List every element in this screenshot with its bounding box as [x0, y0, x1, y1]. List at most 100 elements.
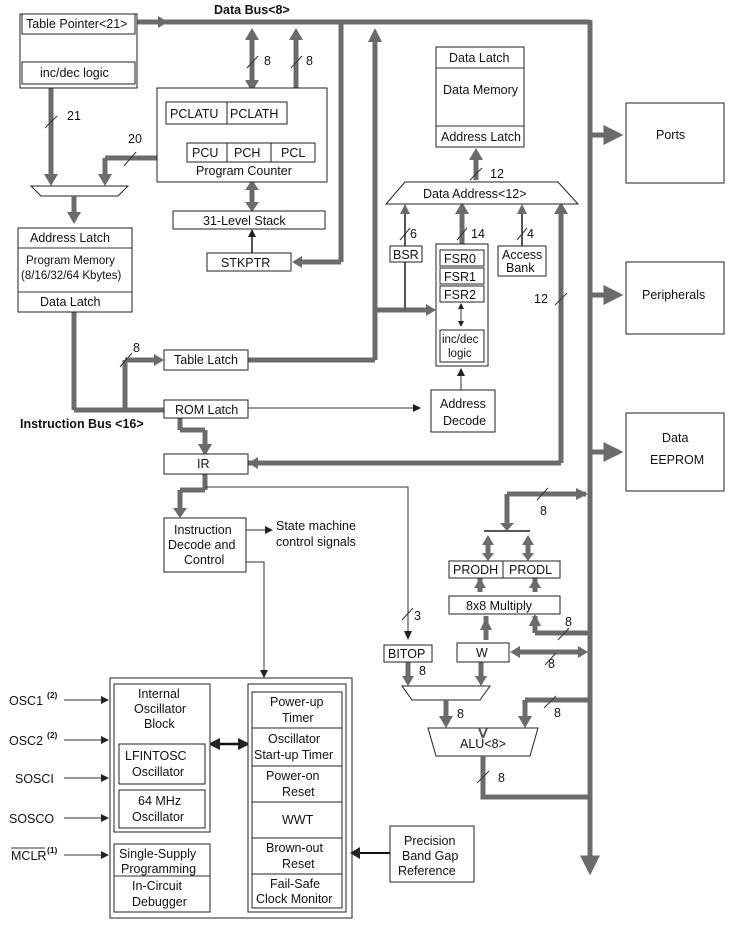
osc-timer-link — [208, 738, 250, 750]
pcu: PCU — [192, 146, 218, 160]
pin-osc2-note: (2) — [47, 730, 58, 740]
pin-mclr: MCLR — [11, 849, 46, 863]
alu — [427, 727, 539, 757]
data-address-box — [384, 181, 580, 205]
state-machine-line1: State machine — [276, 519, 356, 533]
pcl: PCL — [281, 146, 305, 160]
osc64-box — [118, 789, 206, 829]
alu-input-mux — [401, 685, 491, 701]
data-bus-label: Data Bus<8> — [214, 3, 290, 17]
peripherals-box — [625, 261, 725, 335]
data-address-label: Data Address<12> — [423, 187, 527, 201]
internal-osc-2: Oscillator — [134, 702, 186, 716]
width-20: 20 — [128, 132, 142, 146]
w-box — [456, 642, 510, 663]
pm-data-latch: Data Latch — [40, 295, 101, 309]
bandgap-3: Reference — [398, 864, 456, 878]
pclath: PCLATH — [230, 107, 278, 121]
fscm-2: Clock Monitor — [256, 892, 332, 906]
lfintosc-box — [118, 743, 206, 785]
por-1: Power-on — [266, 769, 320, 783]
powerup-1: Power-up — [270, 695, 324, 709]
pin-arrows — [64, 696, 109, 859]
prod-bus — [482, 488, 588, 561]
pin-osc1: OSC1 — [9, 694, 43, 708]
fsr-incdec-1: inc/dec — [442, 334, 479, 346]
width-3: 3 — [414, 609, 421, 623]
table-pointer: Table Pointer<21> — [26, 17, 127, 31]
width-8w: 8 — [548, 657, 555, 671]
mux-to-alu — [439, 700, 453, 728]
single-supply-2: Programming — [121, 862, 196, 876]
peripherals-label: Peripherals — [642, 288, 705, 302]
table-latch-box — [163, 349, 249, 371]
address-decode-2: Decode — [443, 414, 486, 428]
width-21: 21 — [67, 109, 81, 123]
width-8alu-out: 8 — [498, 771, 505, 785]
icd-2: Debugger — [132, 895, 187, 909]
dm-address-latch: Address Latch — [441, 130, 521, 144]
data-bus — [160, 19, 624, 876]
width-8a: 8 — [264, 54, 271, 68]
pin-sosco: SOSCO — [9, 812, 54, 826]
eeprom-1: Data — [662, 431, 688, 445]
rom-to-ir — [177, 418, 212, 456]
instruction-bus-label: Instruction Bus <16> — [20, 417, 144, 431]
eeprom-2: EEPROM — [650, 453, 704, 467]
stkptr-box — [206, 252, 292, 272]
access-bank-box — [497, 245, 547, 277]
w-bus — [480, 616, 588, 658]
w-label: W — [476, 646, 488, 660]
address-decode-box — [430, 389, 496, 433]
icd-1: In-Circuit — [132, 879, 183, 893]
pch: PCH — [234, 146, 260, 160]
eeprom-box — [625, 412, 725, 492]
decode-to-control-block — [246, 561, 265, 675]
access-bank-1: Access — [502, 248, 542, 262]
instruction-bus — [71, 312, 164, 413]
program-memory-box — [17, 227, 133, 313]
program-memory-line1: Program Memory — [26, 255, 115, 267]
por-2: Reset — [282, 785, 315, 799]
width-8bitop: 8 — [419, 664, 426, 678]
prodl-box — [502, 560, 561, 579]
ir-to-bitop — [205, 486, 412, 640]
wwt-label: WWT — [282, 813, 314, 827]
bor-2: Reset — [282, 857, 315, 871]
bor-1: Brown-out — [266, 841, 323, 855]
pin-osc1-note: (2) — [47, 690, 58, 700]
width-8alu-w: 8 — [554, 706, 561, 720]
multiply-box — [448, 595, 561, 615]
table-latch-bus — [248, 28, 436, 363]
fscm-1: Fail-Safe — [270, 877, 320, 891]
powerup-2: Timer — [282, 711, 313, 725]
width-8alu-in: 8 — [457, 707, 464, 721]
data-memory-box — [435, 46, 525, 148]
dm-data-latch: Data Latch — [449, 51, 510, 65]
alu-label: ALU<8> — [460, 737, 506, 751]
pclatu: PCLATU — [170, 107, 218, 121]
osc64-1: 64 MHz — [138, 794, 181, 808]
stkptr-label: STKPTR — [221, 256, 270, 270]
bsr-box — [389, 245, 423, 263]
multiply-label: 8x8 Multiply — [466, 599, 533, 613]
fsr-incdec-2: logic — [448, 348, 472, 360]
stack-box — [172, 210, 326, 230]
width-8prod: 8 — [540, 504, 547, 518]
ost-1: Oscillator — [268, 732, 320, 746]
tp-inc-dec: inc/dec logic — [40, 66, 109, 80]
width-14: 14 — [471, 227, 485, 241]
width-12a: 12 — [490, 167, 504, 181]
bsr-label: BSR — [393, 248, 419, 262]
single-supply-1: Single-Supply — [119, 847, 197, 861]
stack-label: 31-Level Stack — [203, 214, 286, 228]
width-12b: 12 — [534, 292, 548, 306]
internal-osc-3: Block — [144, 717, 175, 731]
lfintosc-1: LFINTOSC — [125, 749, 187, 763]
width-8tl: 8 — [133, 341, 140, 355]
decode-line1: Instruction — [174, 523, 232, 537]
alu-output — [480, 756, 590, 800]
fsr2: FSR2 — [444, 288, 476, 302]
width-8mul: 8 — [565, 615, 572, 629]
prodl-label: PRODL — [509, 563, 552, 577]
